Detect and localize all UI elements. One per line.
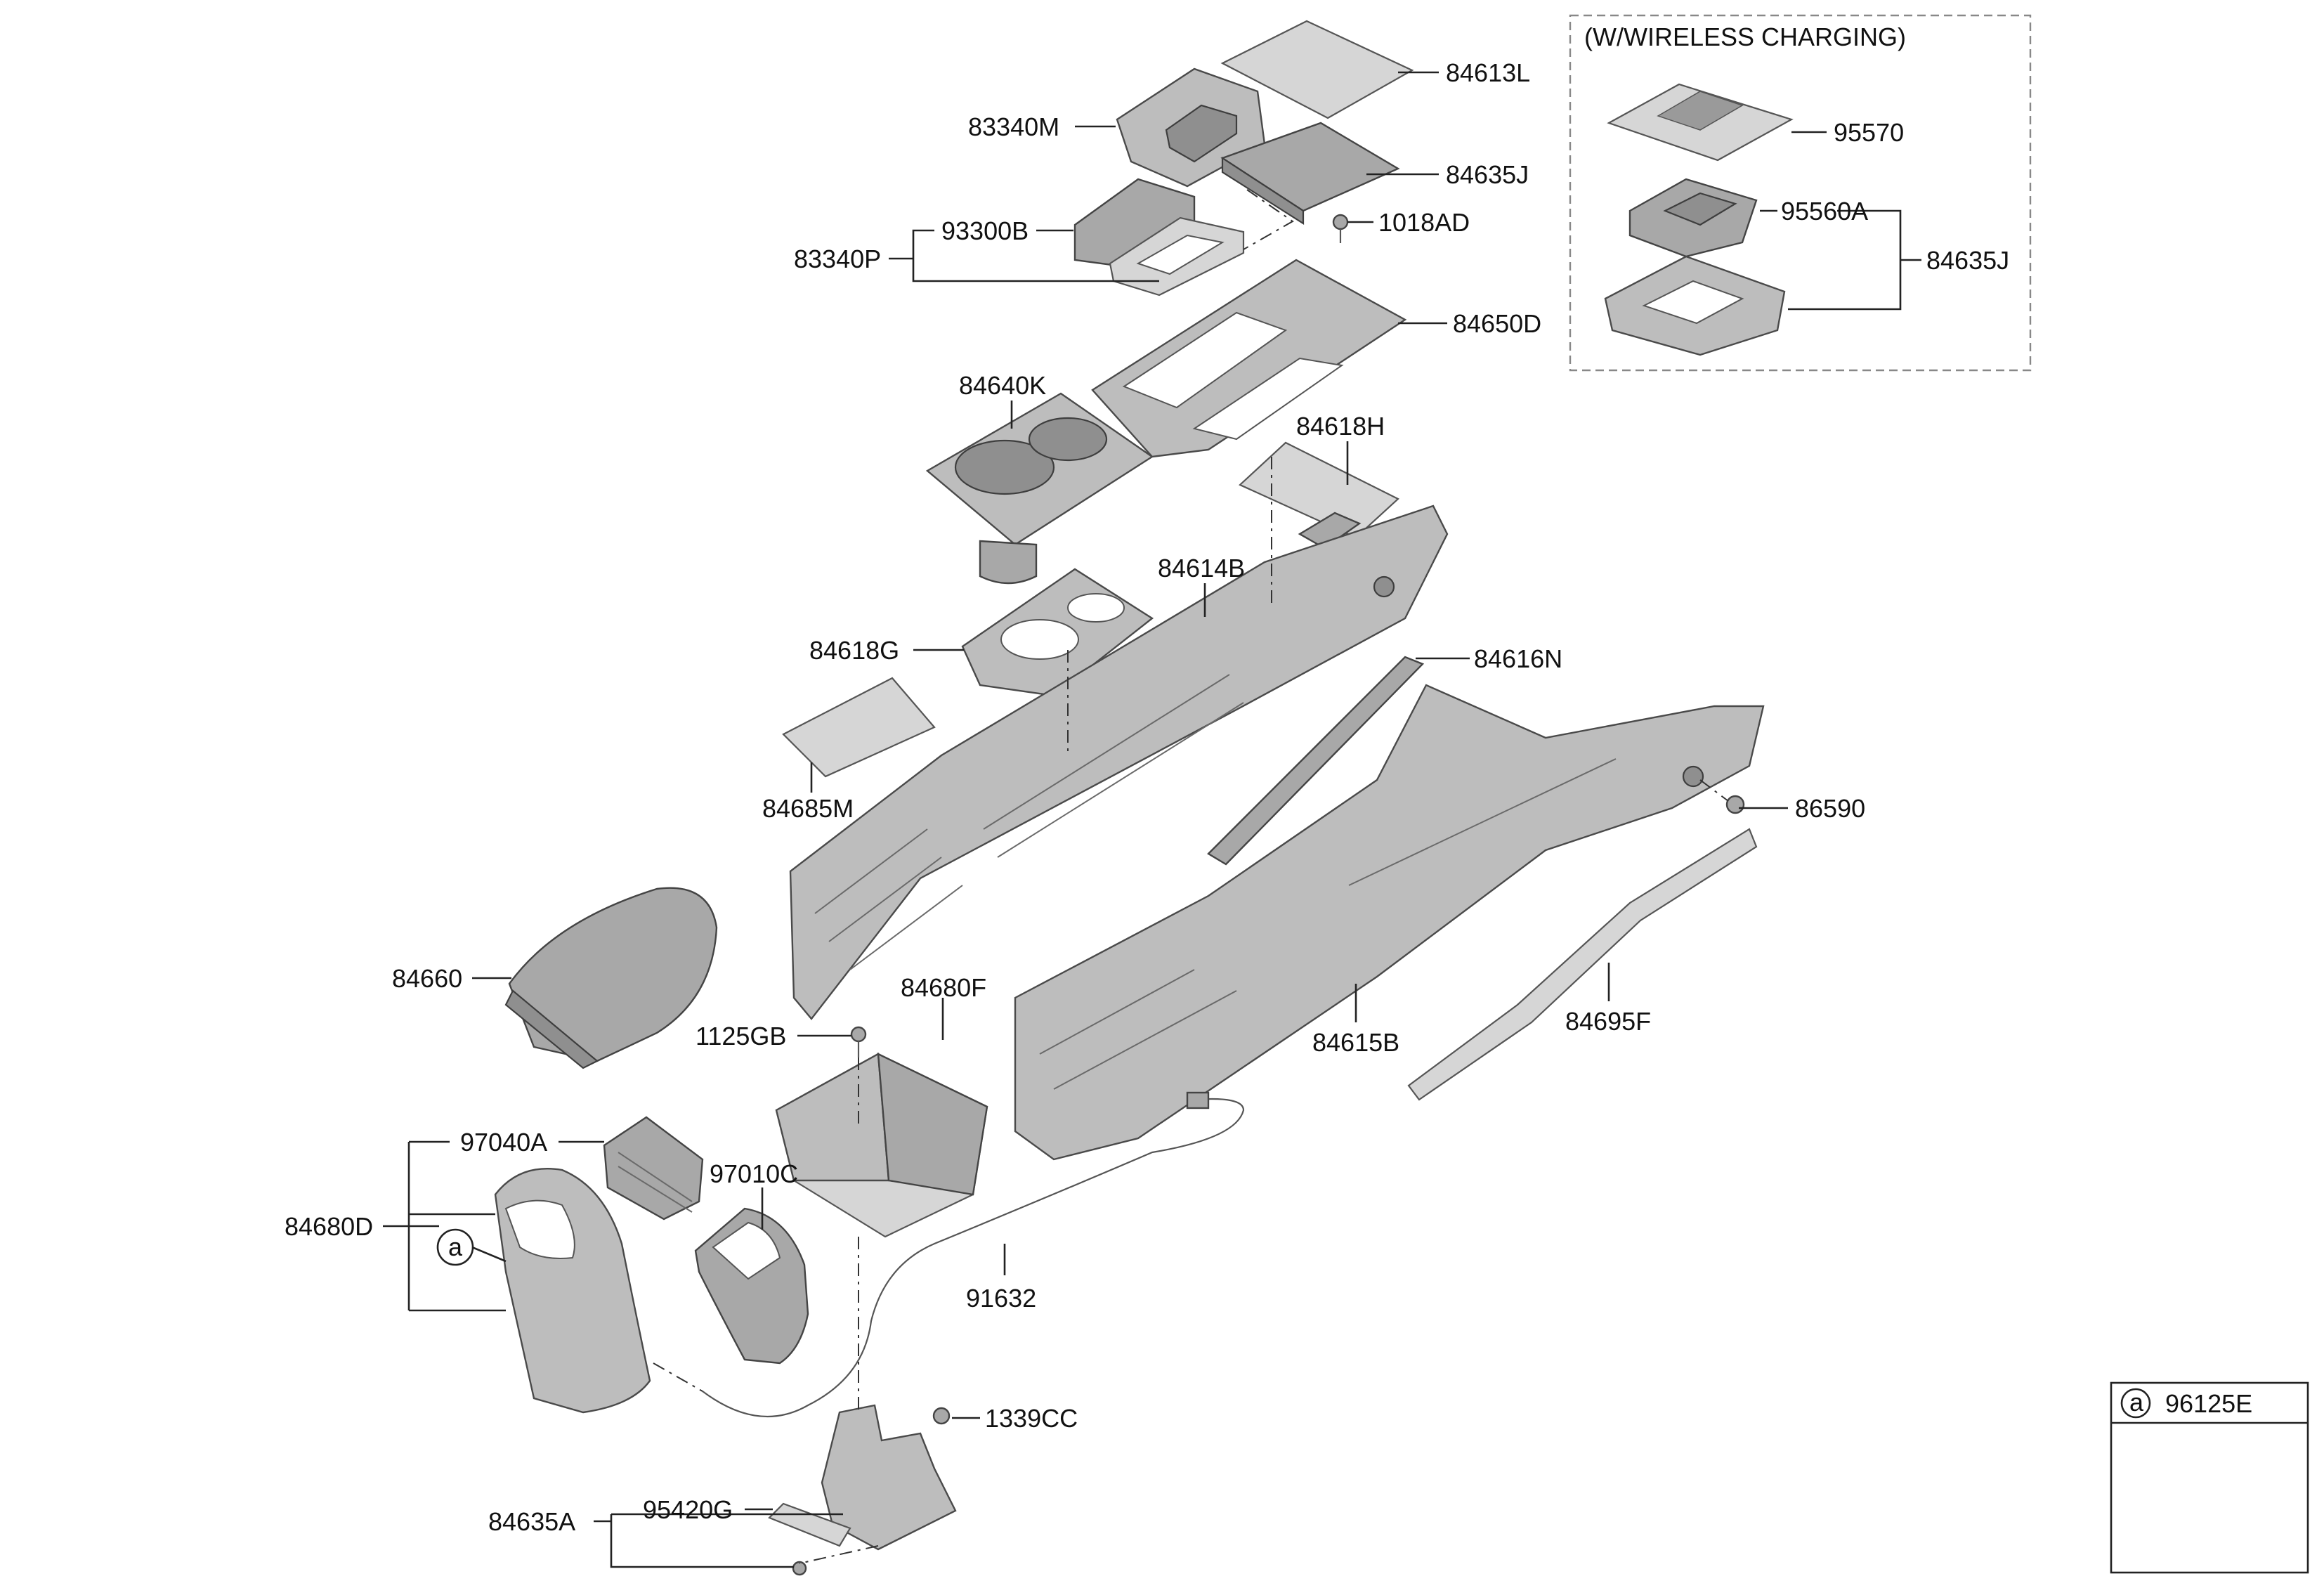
label-84635J-wireless: 84635J — [1926, 246, 2009, 275]
label-84635J: 84635J — [1446, 160, 1529, 189]
label-95420G: 95420G — [643, 1495, 733, 1524]
part-1125GB[interactable] — [850, 1026, 867, 1057]
label-83340P: 83340P — [794, 245, 881, 273]
label-96125E: 96125E — [2165, 1389, 2252, 1418]
part-84618H[interactable] — [1239, 441, 1399, 549]
part-84685M[interactable] — [782, 677, 936, 778]
part-84660[interactable] — [504, 887, 718, 1069]
part-84614B[interactable] — [789, 505, 1449, 1020]
part-84618G[interactable] — [961, 568, 1154, 697]
leader-lines — [383, 71, 1921, 1568]
label-86590: 86590 — [1795, 794, 1865, 823]
part-84635J-wireless[interactable] — [1604, 255, 1786, 356]
part-84615B[interactable] — [1014, 684, 1765, 1161]
label-95560A: 95560A — [1781, 197, 1868, 226]
part-95560A[interactable] — [1628, 178, 1758, 258]
part-95570[interactable] — [1607, 83, 1794, 162]
label-84614B: 84614B — [1158, 554, 1245, 583]
label-83340M: 83340M — [968, 112, 1059, 141]
part-1339CC[interactable] — [932, 1407, 951, 1425]
label-84660: 84660 — [392, 964, 462, 993]
label-84695F: 84695F — [1565, 1007, 1651, 1036]
part-91632[interactable] — [702, 1091, 1245, 1418]
label-93300B: 93300B — [941, 216, 1029, 245]
label-91632: 91632 — [966, 1284, 1036, 1313]
label-84680D: 84680D — [285, 1212, 373, 1241]
label-84650D: 84650D — [1453, 309, 1541, 338]
part-84680F[interactable] — [775, 1053, 988, 1238]
label-84613L: 84613L — [1446, 58, 1530, 87]
callout-symbol: a — [2129, 1388, 2144, 1417]
part-97010C[interactable] — [694, 1207, 809, 1365]
label-97010C: 97010C — [710, 1159, 798, 1188]
label-84635A: 84635A — [488, 1507, 575, 1536]
label-84616N: 84616N — [1474, 644, 1562, 673]
part-97040A[interactable] — [603, 1116, 704, 1221]
callout-symbol-on-part: a — [448, 1232, 463, 1261]
part-84613L[interactable] — [1220, 20, 1414, 119]
part-84650D[interactable] — [1091, 259, 1407, 458]
part-84635J[interactable] — [1220, 122, 1400, 226]
label-84618H: 84618H — [1296, 412, 1385, 441]
assembly-lines — [653, 189, 1729, 1564]
label-1339CC: 1339CC — [985, 1404, 1078, 1433]
part-86590[interactable] — [1725, 795, 1745, 814]
label-84640K: 84640K — [959, 371, 1046, 400]
part-84635A[interactable] — [821, 1404, 957, 1551]
label-1125GB: 1125GB — [696, 1022, 786, 1050]
label-84685M: 84685M — [762, 794, 854, 823]
label-84618G: 84618G — [809, 636, 899, 665]
label-84615B: 84615B — [1312, 1028, 1399, 1057]
part-84680D[interactable] — [494, 1167, 651, 1414]
part-84640K[interactable] — [925, 392, 1154, 585]
part-83340P[interactable] — [1109, 216, 1245, 297]
wireless-charging-box — [1569, 14, 2032, 372]
part-84616N[interactable] — [1207, 656, 1425, 866]
wireless-box-title: (W/WIRELESS CHARGING) — [1584, 22, 1906, 51]
label-84680F: 84680F — [901, 973, 986, 1002]
label-1018AD: 1018AD — [1378, 208, 1470, 237]
label-95570: 95570 — [1834, 118, 1904, 147]
part-84695F[interactable] — [1407, 828, 1758, 1101]
part-1018AD[interactable] — [1332, 214, 1349, 243]
label-97040A: 97040A — [460, 1128, 547, 1157]
